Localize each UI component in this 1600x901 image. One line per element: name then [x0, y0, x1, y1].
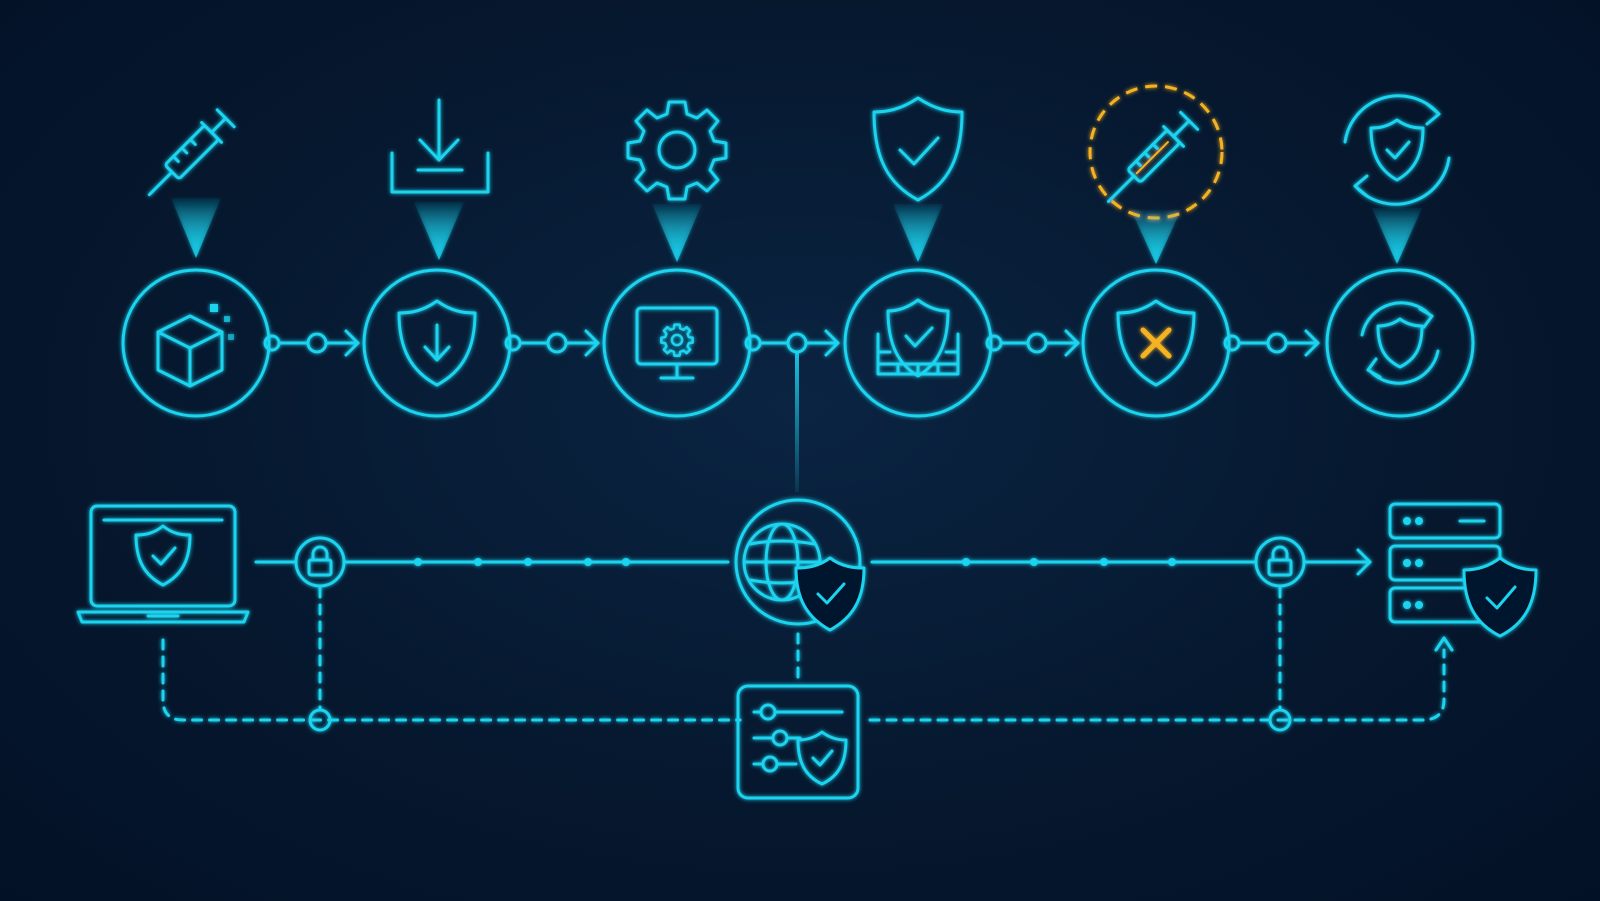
beam-connector — [893, 204, 943, 262]
flow-connector — [504, 329, 600, 357]
flow-connector — [744, 329, 840, 357]
stage-node-circle — [843, 268, 993, 418]
gear-icon — [626, 100, 728, 201]
flow-connector — [263, 329, 360, 357]
stage-1 — [121, 108, 271, 418]
flow-arrow — [1302, 548, 1372, 576]
globe-shield-icon — [734, 498, 866, 632]
stage-node-circle — [602, 268, 752, 418]
shield-cycle-icon — [1360, 301, 1440, 385]
stage-4 — [843, 96, 993, 418]
stage-2 — [362, 98, 512, 418]
shield-refresh-icon — [1343, 94, 1451, 206]
shield-check-icon — [872, 96, 964, 202]
stage-node-circle — [1325, 268, 1475, 418]
shield-firewall-icon — [876, 298, 960, 378]
stage-node-circle — [362, 268, 512, 418]
syringe-highlighted-icon — [1107, 110, 1200, 203]
stage-6 — [1325, 94, 1475, 418]
vertical-link-beam — [795, 352, 799, 492]
beam-connector — [1131, 210, 1181, 264]
shield-x-icon — [1116, 299, 1196, 387]
stage-5 — [1081, 84, 1231, 418]
flow-arrow-up — [1434, 636, 1454, 652]
beam-connector — [171, 198, 221, 258]
lock-icon — [294, 536, 346, 588]
pipeline-row — [121, 84, 1475, 418]
stage-node-circle — [121, 268, 271, 418]
settings-panel-shield-icon — [736, 684, 860, 800]
stage-node-circle — [1081, 268, 1231, 418]
data-link-left — [342, 558, 730, 566]
syringe-icon — [147, 108, 236, 197]
laptop-shield-icon — [76, 504, 250, 624]
stage-3 — [602, 100, 752, 418]
network-row — [76, 498, 1538, 800]
beam-connector — [652, 204, 702, 262]
management-dashed-loop — [161, 586, 1446, 722]
junction-node — [308, 708, 332, 732]
package-cube-icon — [156, 304, 234, 388]
server-shield-icon — [1388, 502, 1538, 638]
beam-connector — [414, 202, 464, 260]
flow-connector — [1223, 329, 1320, 357]
beam-connector — [1372, 208, 1422, 264]
junction-node — [1268, 708, 1292, 732]
lock-icon — [1254, 536, 1306, 588]
data-link-right — [870, 558, 1258, 566]
flow-connector — [985, 329, 1080, 357]
download-tray-icon — [390, 98, 490, 194]
monitor-gear-icon — [635, 306, 719, 380]
shield-download-icon — [397, 299, 477, 387]
